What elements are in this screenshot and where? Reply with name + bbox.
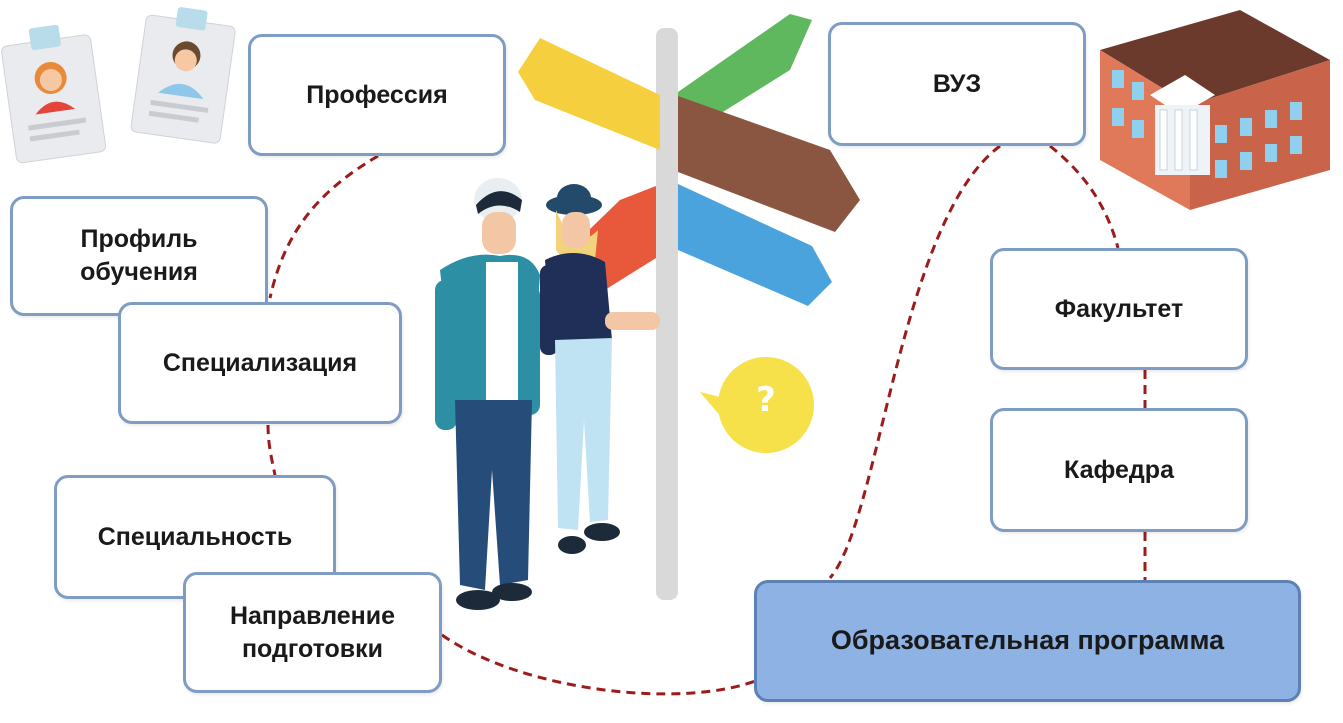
young-man-figure: [435, 178, 540, 610]
signpost-pole: [656, 28, 678, 600]
node-fakultet: Факультет: [990, 248, 1248, 370]
yellow-arrow-sign: [518, 38, 660, 150]
question-bubble-icon: [700, 357, 814, 453]
node-profil-obucheniya: Профиль обучения: [10, 196, 268, 316]
id-badge-female-icon: [1, 24, 107, 164]
connector-vuz-programma: [828, 144, 1001, 579]
node-professiya: Профессия: [248, 34, 506, 156]
brown-arrow-sign: [678, 96, 860, 232]
connector-professiya-profil: [268, 154, 379, 299]
id-badge-doctor-icon: [130, 7, 236, 144]
connector-specializaciya-specialnost: [266, 424, 277, 476]
node-specializaciya: Специализация: [118, 302, 402, 424]
node-obrazovatelnaya-programma: Образовательная программа: [754, 580, 1301, 702]
connector-vuz-fakultet: [1049, 144, 1120, 249]
young-woman-figure: [540, 184, 660, 554]
node-napravlenie-podgotovki: Направление подготовки: [183, 572, 442, 693]
node-vuz: ВУЗ: [828, 22, 1086, 146]
blue-arrow-sign: [678, 184, 832, 306]
node-kafedra: Кафедра: [990, 408, 1248, 532]
question-mark: ?: [756, 380, 776, 420]
university-building-icon: [1100, 10, 1330, 210]
connector-napravlenie-programma: [441, 633, 759, 696]
